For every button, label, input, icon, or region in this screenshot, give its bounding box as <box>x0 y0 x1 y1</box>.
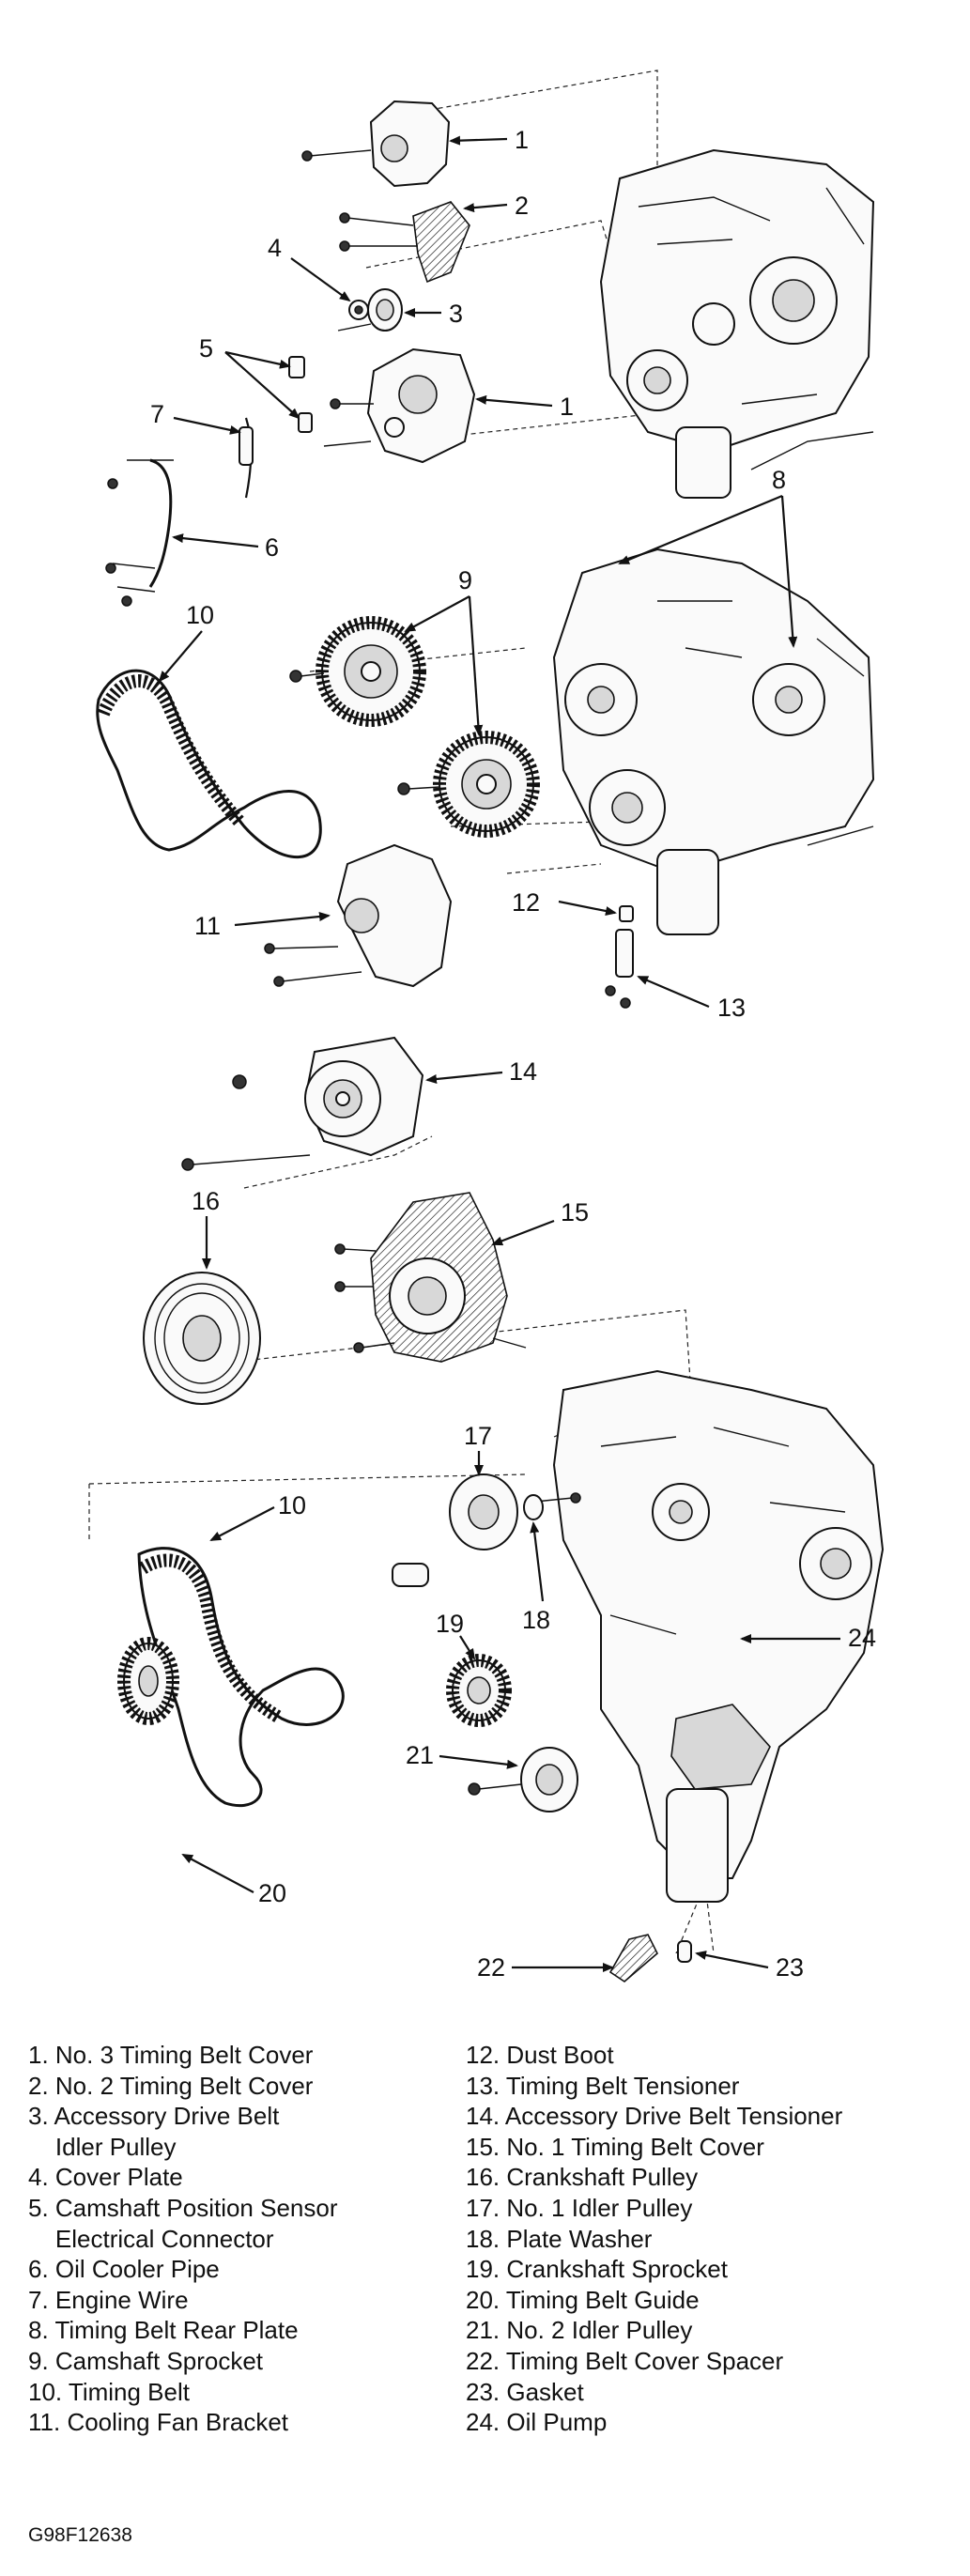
part-no3-timing-belt-cover-lower <box>323 347 476 464</box>
callout-24: 24 <box>848 1624 876 1652</box>
part-crankshaft-pulley <box>143 1272 261 1405</box>
callout-19: 19 <box>436 1610 464 1638</box>
legend-item: 7. Engine Wire <box>28 2285 189 2314</box>
part-gasket <box>677 1940 692 1963</box>
legend-item: 10. Timing Belt <box>28 2377 190 2406</box>
callout-7: 7 <box>150 400 164 428</box>
callout-13: 13 <box>717 994 746 1022</box>
part-accessory-drive-belt-idler-pulley <box>337 288 403 332</box>
part-camshaft-sprocket-upper <box>289 616 426 727</box>
parts-legend: 1. No. 3 Timing Belt Cover 2. No. 2 Timi… <box>28 2040 958 2472</box>
part-no2-timing-belt-cover <box>339 201 470 284</box>
section-upper-covers: 1 2 4 3 5 1 7 6 <box>105 69 875 607</box>
legend-item: 5. Camshaft Position Sensor <box>28 2193 338 2222</box>
legend-item: 1. No. 3 Timing Belt Cover <box>28 2041 314 2069</box>
legend-item: 9. Camshaft Sprocket <box>28 2346 263 2375</box>
callout-9: 9 <box>458 566 472 594</box>
callout-10b: 10 <box>278 1491 306 1519</box>
part-no1-timing-belt-cover <box>334 1192 527 1363</box>
callout-18: 18 <box>522 1606 550 1634</box>
legend-item: 21. No. 2 Idler Pulley <box>466 2316 693 2345</box>
part-no2-idler-pulley <box>468 1747 578 1812</box>
callout-12: 12 <box>512 888 540 917</box>
callout-8: 8 <box>772 466 786 494</box>
legend-item: 19. Crankshaft Sprocket <box>466 2255 728 2284</box>
legend-item: 16. Crankshaft Pulley <box>466 2163 699 2192</box>
part-timing-belt-tensioner <box>605 929 634 1009</box>
part-oil-cooler-pipe <box>105 458 174 607</box>
section-lower-timing-belt: 17 10 18 19 24 21 20 22 23 <box>88 1369 885 1983</box>
callout-3: 3 <box>449 300 463 328</box>
figure-code: G98F12638 <box>28 2524 132 2546</box>
part-timing-belt-upper <box>96 669 322 859</box>
callout-11: 11 <box>194 912 221 940</box>
callout-6: 6 <box>265 533 279 562</box>
callout-15: 15 <box>561 1198 589 1226</box>
section-sprockets: 8 9 10 11 12 13 <box>96 466 875 1022</box>
part-accessory-drive-belt-tensioner <box>181 1036 424 1171</box>
callout-1b: 1 <box>560 393 574 421</box>
legend-item: 11. Cooling Fan Bracket <box>28 2408 288 2437</box>
callout-10a: 10 <box>186 601 214 629</box>
callout-22: 22 <box>477 1953 505 1982</box>
part-engine-wire <box>239 417 254 499</box>
callout-2: 2 <box>515 192 529 220</box>
part-camshaft-position-sensor-connector <box>288 356 313 433</box>
part-timing-belt-cover-spacer <box>608 1934 658 1983</box>
legend-item: 18. Plate Washer <box>466 2224 653 2253</box>
callout-14: 14 <box>509 1057 537 1086</box>
legend-item: 20. Timing Belt Guide <box>466 2285 700 2314</box>
part-cover-plate <box>348 300 369 320</box>
part-timing-belt-guide <box>117 1637 179 1725</box>
part-no1-idler-pulley <box>392 1473 581 1587</box>
legend-item: 6. Oil Cooler Pipe <box>28 2255 220 2284</box>
legend-item: 22. Timing Belt Cover Spacer <box>466 2346 784 2375</box>
legend-item: Electrical Connector <box>28 2224 274 2253</box>
part-plate-washer <box>523 1494 544 1520</box>
callout-20: 20 <box>258 1879 286 1907</box>
part-cooling-fan-bracket <box>264 843 453 988</box>
legend-item: 4. Cover Plate <box>28 2163 183 2192</box>
engine-block-upper <box>599 148 875 499</box>
part-camshaft-sprocket-lower <box>397 731 540 838</box>
legend-item: 8. Timing Belt Rear Plate <box>28 2316 299 2345</box>
callout-4: 4 <box>268 234 282 262</box>
legend-item: 12. Dust Boot <box>466 2041 614 2069</box>
callout-1a: 1 <box>515 126 529 154</box>
legend-item: 14. Accessory Drive Belt Tensioner <box>466 2102 843 2131</box>
legend-left-column: 1. No. 3 Timing Belt Cover 2. No. 2 Timi… <box>28 2040 470 2438</box>
part-no3-timing-belt-cover-upper <box>301 100 451 188</box>
legend-item: 17. No. 1 Idler Pulley <box>466 2193 693 2222</box>
callout-5: 5 <box>199 334 213 362</box>
legend-item: 23. Gasket <box>466 2377 584 2406</box>
part-timing-belt-rear-plate-engine <box>552 548 875 935</box>
callout-21: 21 <box>406 1741 434 1769</box>
legend-item: 15. No. 1 Timing Belt Cover <box>466 2132 764 2161</box>
callout-23: 23 <box>776 1953 804 1982</box>
callout-16: 16 <box>192 1187 220 1215</box>
callout-17: 17 <box>464 1422 492 1450</box>
legend-right-column: 12. Dust Boot 13. Timing Belt Tensioner … <box>466 2040 954 2438</box>
legend-item: Idler Pulley <box>28 2132 177 2161</box>
legend-item: 3. Accessory Drive Belt <box>28 2102 280 2131</box>
legend-item: 13. Timing Belt Tensioner <box>466 2071 740 2100</box>
part-dust-boot <box>619 905 634 922</box>
part-engine-block-lower <box>552 1369 885 1903</box>
part-timing-belt-lower <box>137 1547 345 1808</box>
legend-item: 2. No. 2 Timing Belt Cover <box>28 2071 314 2100</box>
part-oil-pump <box>670 1704 771 1790</box>
part-crankshaft-sprocket <box>446 1654 512 1727</box>
section-front-cover: 14 15 16 <box>143 1036 691 1405</box>
legend-item: 24. Oil Pump <box>466 2408 608 2437</box>
